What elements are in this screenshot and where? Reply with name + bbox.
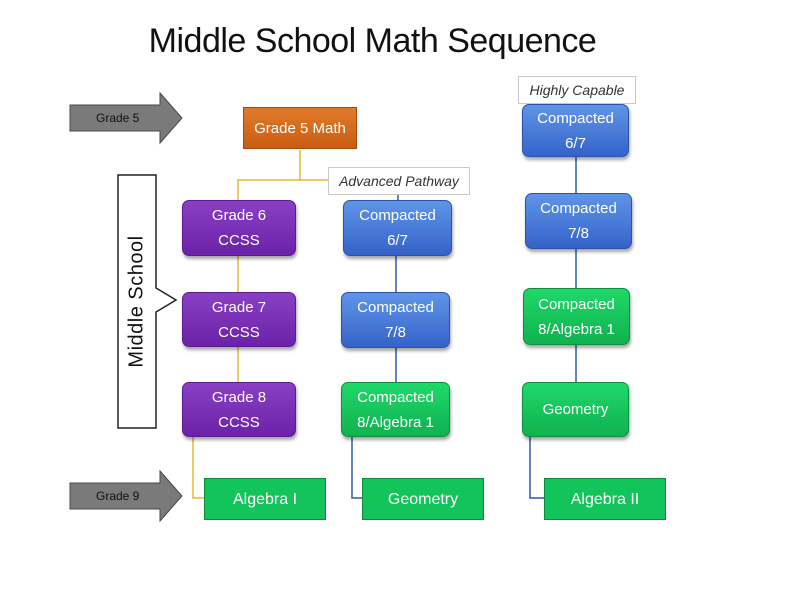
node-adv-geometry: Geometry [362,478,484,520]
node-grade5-math: Grade 5 Math [243,107,357,149]
advanced-pathway-tag: Advanced Pathway [328,167,470,195]
page-title: Middle School Math Sequence [148,22,597,60]
node-hc-compacted-6-7: Compacted 6/7 [522,104,629,157]
node-hc-compacted-7-8: Compacted 7/8 [525,193,632,249]
connector-grade5-grade6 [237,150,301,200]
node-grade8-ccss: Grade 8 CCSS [182,382,296,437]
connector-grade8-algebra1 [192,437,204,499]
node-algebra1: Algebra I [204,478,326,520]
grade5-arrow-icon [69,91,183,145]
highly-capable-tag: Highly Capable [518,76,636,104]
grade9-arrow-icon [69,469,183,523]
node-grade6-ccss: Grade 6 CCSS [182,200,296,256]
grade9-label: Grade 9 [96,489,140,503]
middle-school-label: Middle School [125,235,148,368]
connector-adv8alg-geometry [351,437,362,499]
node-adv-compacted-7-8: Compacted 7/8 [341,292,450,348]
node-hc-compacted-8-algebra1: Compacted 8/Algebra 1 [523,288,630,345]
node-adv-compacted-8-algebra1: Compacted 8/Algebra 1 [341,382,450,437]
node-grade7-ccss: Grade 7 CCSS [182,292,296,347]
grade5-label: Grade 5 [96,111,140,125]
node-hc-geometry: Geometry [522,382,629,437]
connector-geometry-algebra2 [529,437,544,499]
middle-school-arrow-icon [117,174,178,429]
node-adv-compacted-6-7: Compacted 6/7 [343,200,452,256]
node-hc-algebra2: Algebra II [544,478,666,520]
